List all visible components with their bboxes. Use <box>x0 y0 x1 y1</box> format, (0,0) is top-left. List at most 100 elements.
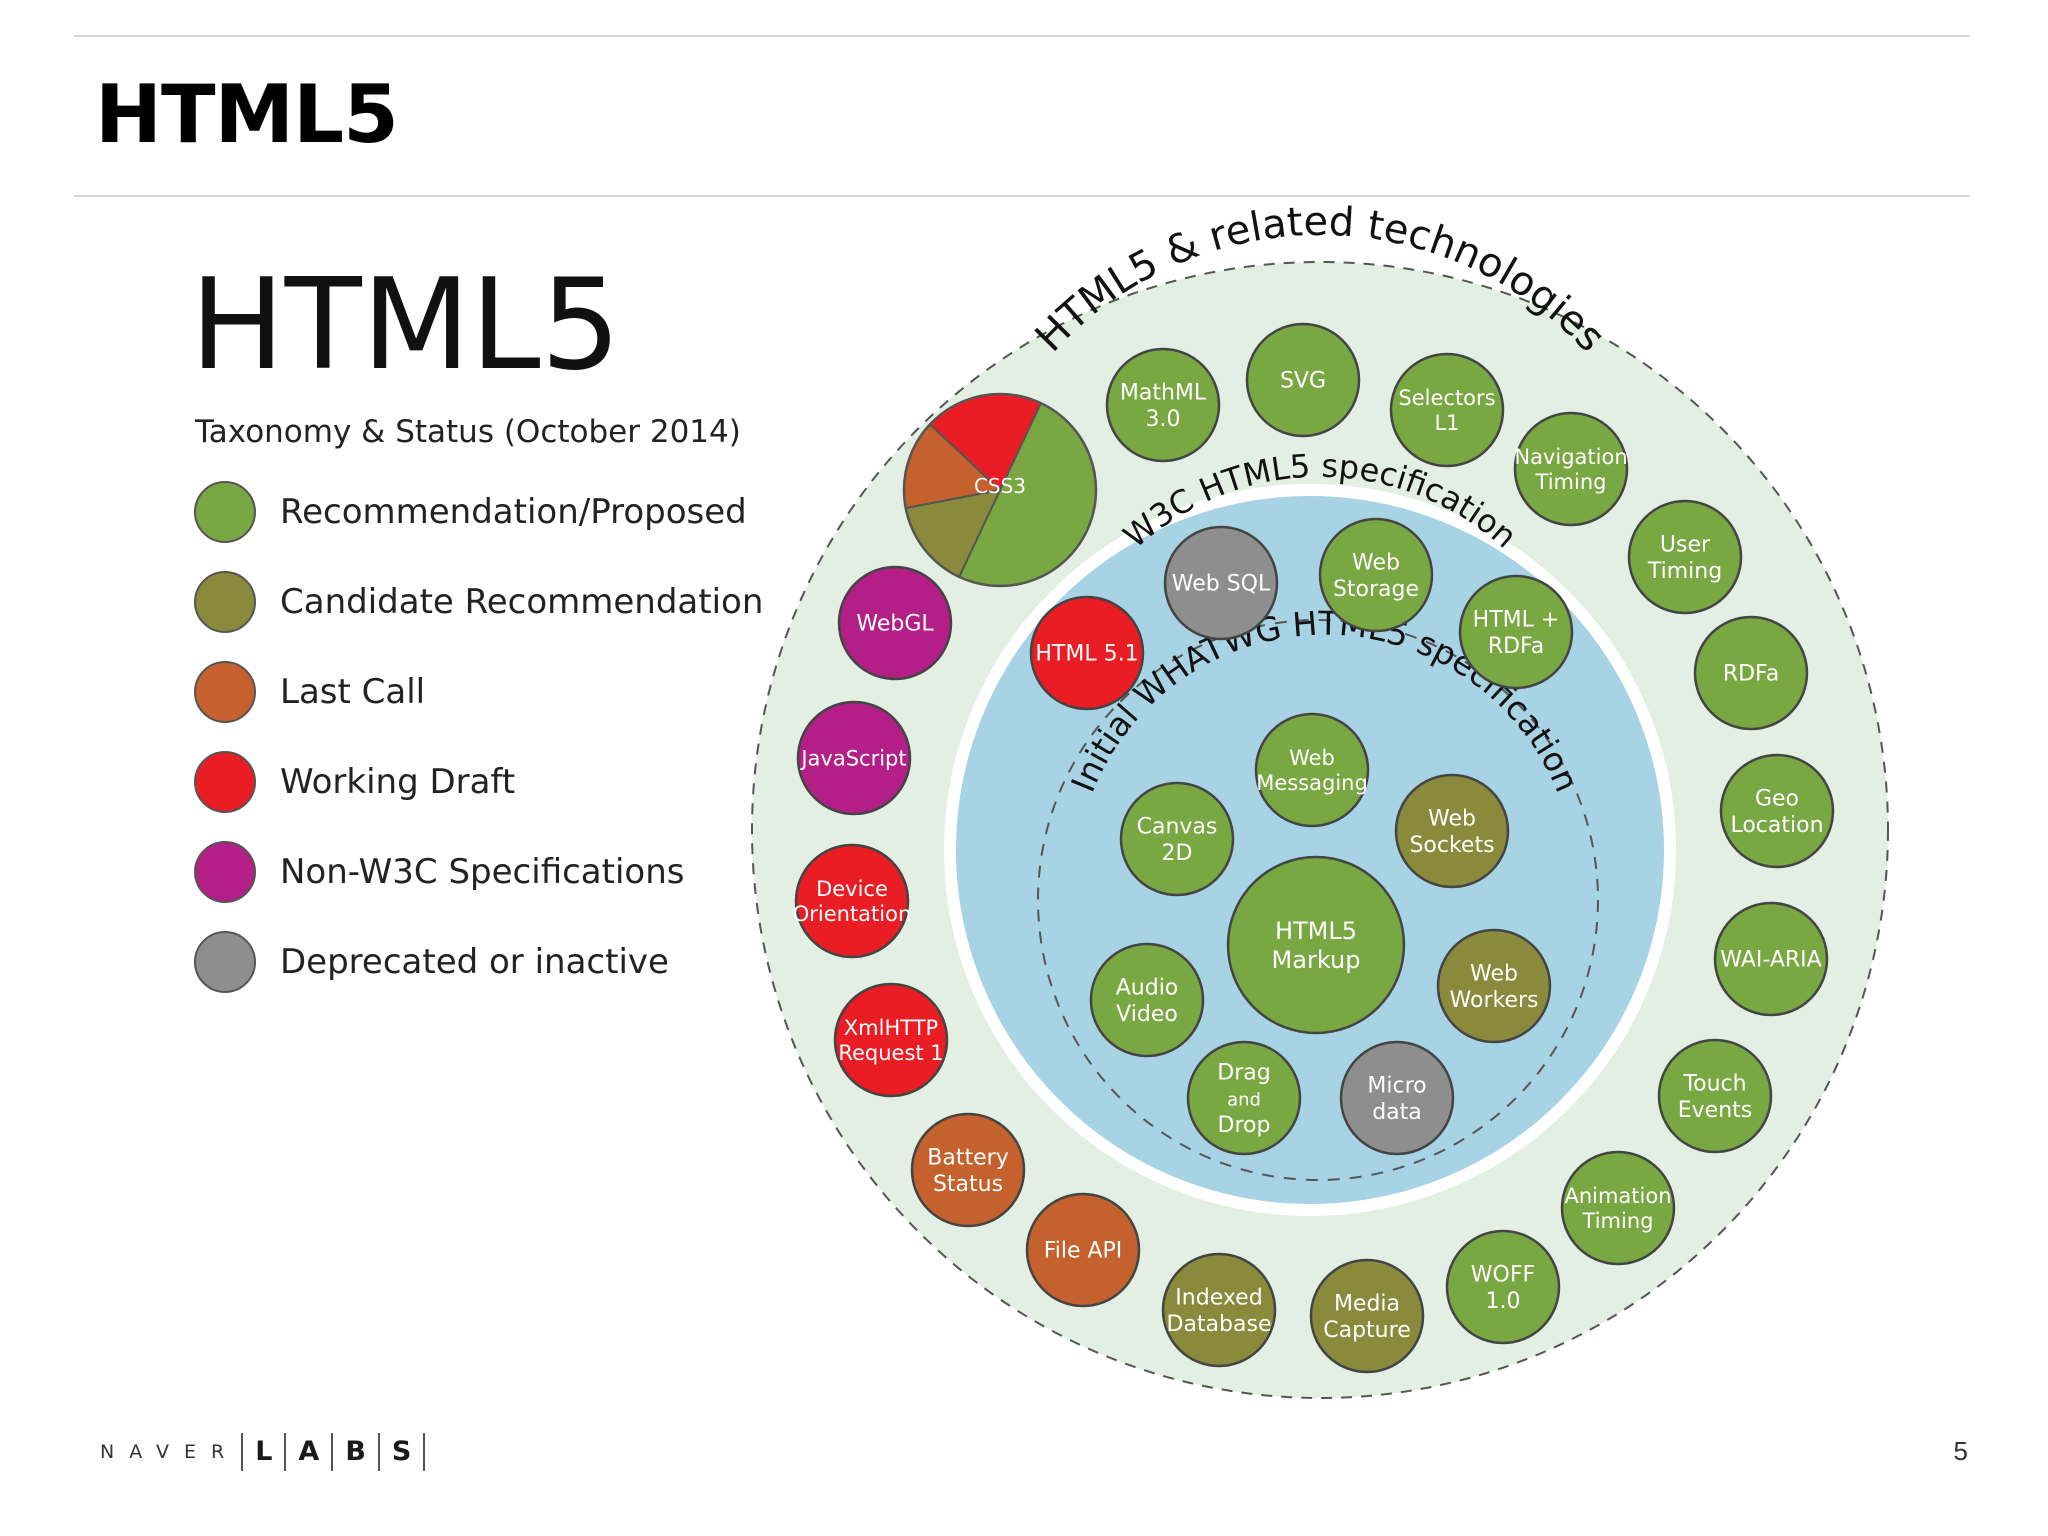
tech-file-api-bubble <box>1025 1192 1141 1308</box>
tech-indexed-database-label: Indexed <box>1175 1286 1262 1311</box>
tech-web-sql-label: Web SQL <box>1172 572 1271 597</box>
tech-file-api: File API <box>1025 1192 1141 1308</box>
tech-navigation-timing-label: Timing <box>1535 470 1607 494</box>
tech-device-orientation-bubble <box>794 843 910 959</box>
css3-pie: CSS3 <box>902 392 1098 588</box>
tech-html5-markup-label: HTML5 <box>1275 917 1357 945</box>
legend-swatch-recommendation <box>194 481 256 543</box>
tech-media-capture-bubble <box>1309 1258 1425 1374</box>
logo-labs-l: L <box>241 1433 284 1471</box>
legend-label-candidate: Candidate Recommendation <box>280 582 763 622</box>
tech-microdata-label: Micro <box>1367 1074 1426 1099</box>
tech-microdata-bubble <box>1339 1040 1455 1156</box>
tech-geo-location-bubble <box>1719 753 1835 869</box>
tech-woff-label: WOFF <box>1471 1263 1535 1288</box>
tech-web-sockets-label: Web <box>1428 807 1476 832</box>
legend-swatch-last-call <box>194 661 256 723</box>
tech-web-workers-label: Web <box>1470 962 1518 987</box>
tech-animation-timing-label: Timing <box>1582 1209 1654 1233</box>
tech-javascript: JavaScript <box>796 700 912 816</box>
tech-web-workers-label: Workers <box>1450 988 1539 1013</box>
tech-html-rdfa-bubble <box>1458 574 1574 690</box>
tech-canvas-2d-label: 2D <box>1162 841 1193 866</box>
tech-web-storage-label: Storage <box>1333 577 1419 602</box>
tech-webgl-bubble <box>837 565 953 681</box>
tech-animation-timing-label: Animation <box>1564 1184 1671 1208</box>
tech-web-storage-label: Web <box>1352 551 1400 576</box>
tech-media-capture-label: Media <box>1334 1292 1400 1317</box>
tech-drag-and-drop-label: Drop <box>1218 1113 1271 1138</box>
tech-touch-events-label: Events <box>1678 1098 1753 1123</box>
tech-wai-aria-label: WAI-ARIA <box>1720 948 1821 973</box>
tech-javascript-bubble <box>796 700 912 816</box>
legend-label-non-w3c: Non-W3C Specifications <box>280 852 684 892</box>
tech-navigation-timing-label: Navigation <box>1514 445 1627 469</box>
page-number: 5 <box>1953 1436 1968 1466</box>
css3-label: CSS3 <box>974 474 1026 498</box>
tech-html-rdfa-label: HTML + <box>1473 608 1560 633</box>
legend-label-recommendation: Recommendation/Proposed <box>280 492 747 532</box>
tech-geo-location-label: Location <box>1730 813 1823 838</box>
figure-subtitle: Taxonomy & Status (October 2014) <box>194 414 741 450</box>
tech-web-sql: Web SQL <box>1163 525 1279 641</box>
legend-swatch-deprecated <box>194 931 256 993</box>
tech-web-sql-bubble <box>1163 525 1279 641</box>
tech-rdfa-label: RDFa <box>1723 662 1779 687</box>
logo-naver-text: NAVER <box>100 1441 240 1463</box>
tech-touch-events-bubble <box>1657 1038 1773 1154</box>
title-underline <box>74 195 1970 197</box>
tech-canvas-2d-bubble <box>1119 781 1235 897</box>
tech-drag-and-drop-label: and <box>1227 1090 1261 1111</box>
tech-html5-markup-label: Markup <box>1272 946 1361 974</box>
tech-navigation-timing-bubble <box>1513 411 1629 527</box>
tech-selectors-label: Selectors <box>1398 386 1495 410</box>
tech-battery-status-label: Status <box>933 1172 1003 1197</box>
logo-labs-b: B <box>331 1433 378 1471</box>
slide-title: HTML5 <box>95 68 399 161</box>
tech-xmlhttp-request-label: Request 1 <box>838 1041 943 1065</box>
tech-html-5-1: HTML 5.1 <box>1029 595 1145 711</box>
tech-drag-and-drop-label: Drag <box>1217 1060 1270 1085</box>
tech-mathml-bubble <box>1105 347 1221 463</box>
tech-mathml-label: MathML <box>1120 381 1207 406</box>
tech-web-workers-bubble <box>1436 928 1552 1044</box>
tech-selectors-label: L1 <box>1434 411 1459 435</box>
tech-rdfa: RDFa <box>1693 615 1809 731</box>
tech-woff-label: 1.0 <box>1486 1289 1521 1314</box>
tech-html-rdfa: HTML +RDFa <box>1458 574 1574 690</box>
tech-user-timing-label: Timing <box>1647 559 1722 584</box>
tech-microdata-label: data <box>1372 1100 1422 1125</box>
tech-javascript-label: JavaScript <box>799 746 906 770</box>
tech-webgl-label: WebGL <box>856 612 934 637</box>
tech-wai-aria: WAI-ARIA <box>1713 901 1829 1017</box>
tech-rdfa-bubble <box>1693 615 1809 731</box>
tech-web-sockets-label: Sockets <box>1409 833 1494 858</box>
tech-user-timing-bubble <box>1627 499 1743 615</box>
tech-xmlhttp-request-label: XmlHTTP <box>844 1016 938 1040</box>
tech-indexed-database-label: Database <box>1167 1312 1272 1337</box>
tech-html-5-1-label: HTML 5.1 <box>1035 642 1138 667</box>
tech-svg: SVG <box>1245 322 1361 438</box>
tech-geo-location-label: Geo <box>1755 787 1799 812</box>
tech-indexed-database-bubble <box>1161 1252 1277 1368</box>
tech-canvas-2d-label: Canvas <box>1137 815 1218 840</box>
tech-battery-status-label: Battery <box>927 1146 1008 1171</box>
tech-device-orientation-label: Orientation <box>793 902 912 926</box>
legend-label-last-call: Last Call <box>280 672 425 712</box>
legend-swatch-candidate <box>194 571 256 633</box>
technology-bubbles: MathML3.0SVGSelectorsL1NavigationTimingU… <box>793 322 1835 1374</box>
